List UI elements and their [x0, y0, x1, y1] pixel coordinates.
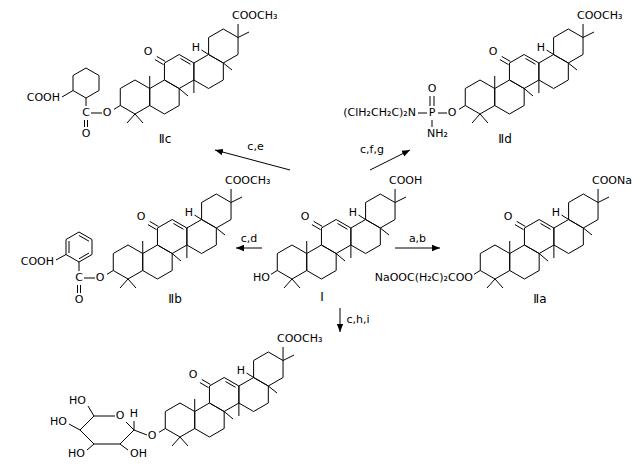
triterpene-skeleton: [107, 189, 242, 288]
atom-label: H: [130, 408, 138, 421]
cyclohexane-ring: [73, 68, 99, 98]
atom-label: O: [103, 107, 112, 120]
reagent-label: a,b: [408, 233, 427, 246]
atom-label: H: [537, 42, 545, 55]
triterpene-skeleton: [114, 24, 249, 123]
compound-structure: COOHOHHOⅠ: [262, 170, 395, 308]
atom-label: NaOOC(H₂C)₂COO: [375, 272, 473, 285]
atom-label: O: [301, 211, 310, 224]
atom-label: HO: [69, 395, 86, 408]
atom-label: H: [185, 207, 193, 220]
atom-label: O: [116, 410, 125, 423]
reagent-label: c,f,g: [359, 144, 385, 157]
atom-label: COOH: [21, 256, 54, 269]
atom-label: COONa: [592, 175, 632, 188]
compound-structure: COOCH₃OHCOOHCOOⅡb: [10, 170, 236, 310]
atom-label: O: [137, 211, 146, 224]
compound-label: Ⅱb: [168, 293, 182, 307]
atom-label: O: [75, 294, 84, 307]
atom-label: COOH: [389, 175, 422, 188]
atom-label: H: [552, 207, 560, 220]
atom-label: NH₂: [427, 128, 448, 141]
atom-label: O: [428, 83, 437, 96]
atom-label: HO: [68, 448, 85, 461]
compound-structure: COOCH₃OHOOHHOHOHOOH: [20, 332, 360, 462]
atom-label: COOCH₃: [277, 333, 322, 346]
atom-label: COOCH₃: [232, 10, 277, 23]
atom-label: O: [504, 211, 513, 224]
atom-label: O: [148, 430, 157, 443]
compound-label: Ⅱa: [533, 293, 546, 307]
atom-label: O: [489, 46, 498, 59]
atom-label: C: [75, 272, 83, 285]
atom-label: OH: [130, 448, 147, 461]
reaction-arrow: [395, 248, 440, 249]
atom-label: H: [237, 365, 245, 378]
atom-label: H: [349, 207, 357, 220]
atom-label: HO: [50, 416, 67, 429]
atom-label: O: [96, 272, 105, 285]
reagent-label: c,h,i: [345, 314, 370, 327]
atom-label: P: [429, 107, 436, 120]
atom-label: COOH: [27, 92, 60, 105]
compound-label: Ⅱd: [498, 133, 512, 147]
compound-structure: COOCH₃OHO(ClH₂CH₂C)₂NPONH₂Ⅱd: [330, 0, 640, 150]
reagent-label: c,d: [240, 233, 259, 246]
glucose-ring: [69, 406, 147, 450]
triterpene-skeleton: [459, 24, 594, 123]
atom-label: O: [448, 107, 457, 120]
atom-label: COOCH₃: [225, 175, 270, 188]
benzene-ring: [66, 232, 92, 262]
atom-label: O: [144, 46, 153, 59]
atom-label: H: [192, 42, 200, 55]
atom-label: C: [82, 107, 90, 120]
compound-structure: COONaOHNaOOC(H₂C)₂COOⅡa: [440, 170, 640, 310]
atom-label: O: [82, 128, 91, 141]
triterpene-skeleton: [159, 347, 294, 446]
compound-label: Ⅰ: [320, 291, 324, 305]
atom-label: HO: [253, 272, 270, 285]
atom-label: (ClH₂CH₂C)₂N: [343, 107, 416, 120]
triterpene-skeleton: [474, 189, 609, 288]
phosphoramide-bonds: [418, 96, 447, 127]
reaction-arrow: [340, 308, 341, 332]
compound-structure: COOCH₃OHCOOHCOOⅡc: [0, 0, 245, 150]
compound-label: Ⅱc: [159, 133, 172, 147]
reaction-arrow: [236, 248, 262, 249]
reagent-label: c,e: [246, 141, 264, 154]
atom-label: O: [189, 369, 198, 382]
atom-label: COOCH₃: [577, 10, 622, 23]
